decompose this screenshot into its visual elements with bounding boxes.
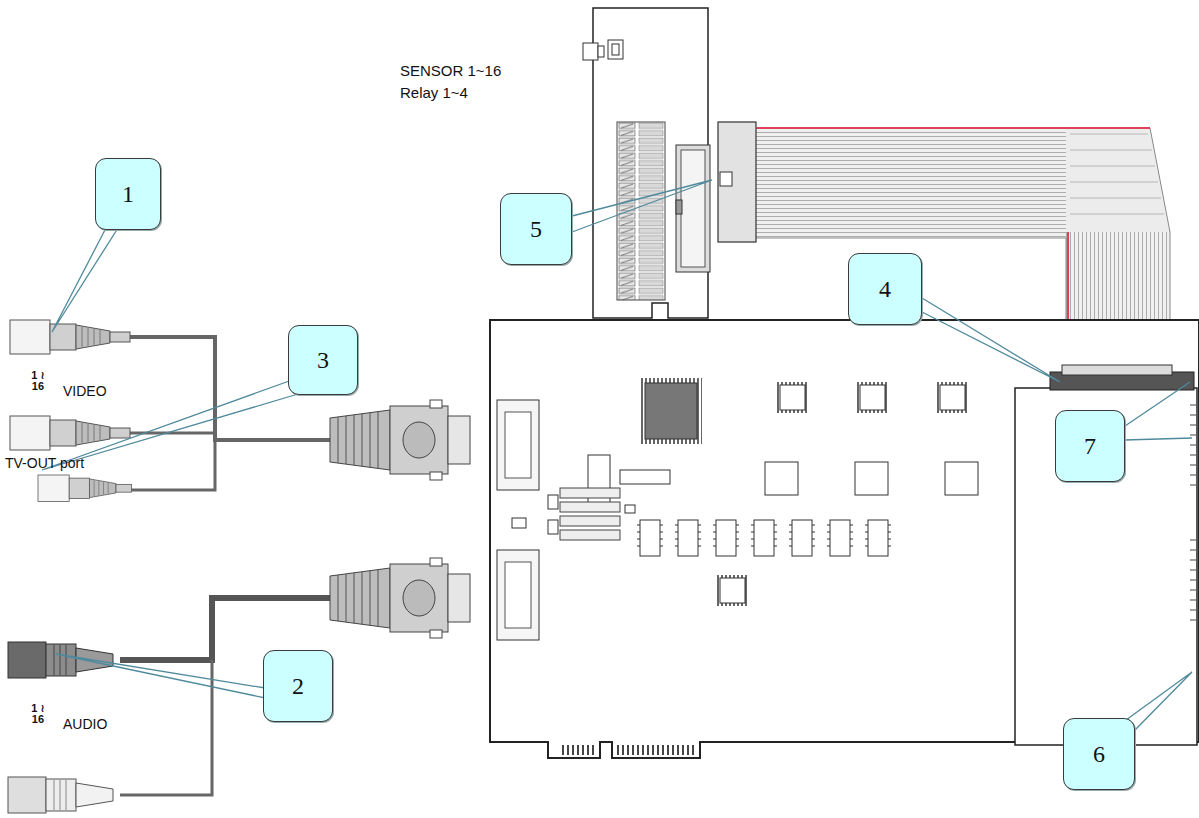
callout-box: 2 [263, 650, 333, 722]
callout-box: 5 [500, 193, 572, 265]
part-label: VIDEO [63, 383, 107, 400]
callout-number: 4 [879, 276, 891, 303]
callout-box: 6 [1063, 718, 1135, 790]
part-label: SENSOR 1~16 [400, 62, 501, 80]
part-label: TV-OUT port [5, 455, 84, 472]
part-label: Relay 1~4 [400, 84, 468, 102]
leader-lines [42, 180, 1192, 730]
channel-range: 1 ≀ 16 [30, 370, 46, 392]
callout-box: 1 [95, 158, 161, 230]
callout-number: 1 [122, 181, 134, 208]
callout-number: 7 [1084, 433, 1096, 460]
channel-range: 1 ≀ 16 [30, 703, 46, 725]
callout-number: 3 [317, 347, 329, 374]
callout-number: 6 [1093, 741, 1105, 768]
callout-box: 7 [1055, 410, 1125, 482]
callout-box: 4 [848, 253, 922, 325]
part-label: AUDIO [63, 716, 107, 733]
callout-number: 2 [292, 673, 304, 700]
callout-box: 3 [288, 325, 358, 395]
callout-number: 5 [530, 216, 542, 243]
